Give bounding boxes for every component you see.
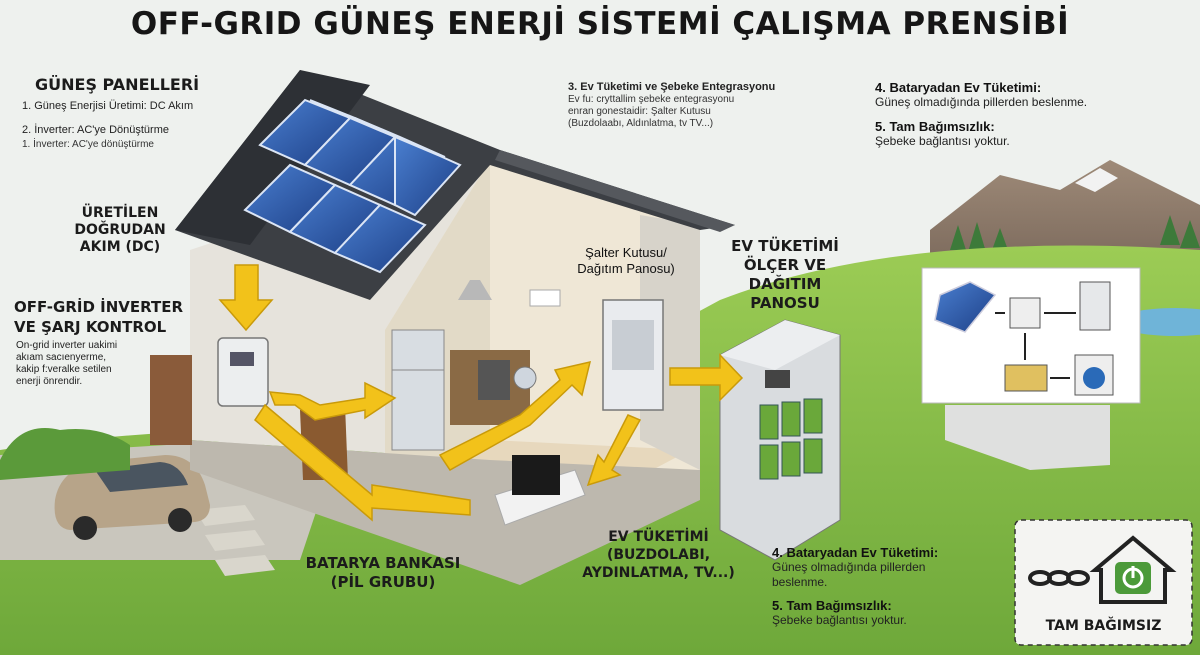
consumption-label: EV TÜKETİMİ (BUZDOLABI, AYDINLATMA, TV..…: [576, 528, 741, 582]
meter-label: EV TÜKETİMİ ÖLÇER VE DAĞITIM PANOSU: [720, 237, 850, 313]
dc-label-line3: AKIM (DC): [79, 239, 161, 255]
panels-step2: 2. İnverter: AC'ye Dönüştürme: [22, 124, 169, 136]
solar-panels-heading: GÜNEŞ PANELLERİ: [35, 75, 200, 94]
bottom-step5-body: Şebeke bağlantısı yoktur.: [772, 613, 907, 627]
inverter-heading-line1: OFF-GRİD İNVERTER: [14, 298, 184, 316]
panels-step1: 1. Güneş Enerjisi Üretimi: DC Akım: [22, 100, 194, 112]
trees: [950, 215, 1200, 252]
dc-label-line2: DOĞRUDAN: [74, 222, 166, 238]
step3-line3: (Buzdolaabı, Aldınlatma, tv TV...): [568, 118, 714, 129]
top-right-steps: 4. Bataryadan Ev Tüketimi: Güneş olmadığ…: [875, 80, 1175, 149]
badge-label: TAM BAĞIMSIZ: [1045, 618, 1162, 634]
car: [54, 455, 210, 540]
inverter-desc-line1: On-grid inverter uakimi: [16, 340, 118, 351]
independence-badge: TAM BAĞIMSIZ: [1015, 520, 1192, 645]
hedge: [0, 428, 130, 480]
stepping-stones: [195, 505, 275, 576]
meter-label-line3: DAĞITIM PANOSU: [748, 275, 822, 312]
solar-panels: [243, 98, 462, 274]
top-step4-body: Güneş olmadığında pillerden beslenme.: [875, 95, 1088, 109]
step3-line1: Ev fu: cryttallim şebeke entegrasyonu: [568, 94, 735, 105]
inverter-heading-line2: VE ŞARJ KONTROL: [14, 318, 167, 336]
broken-chain-house-power-icon: [1028, 535, 1177, 604]
dc-label-line1: ÜRETİLEN: [81, 205, 159, 221]
bottom-step5-heading: 5. Tam Bağımsızlık:: [772, 598, 892, 613]
tv-stand: [494, 455, 586, 526]
inverter-unit: [217, 337, 269, 407]
page-title: OFF-GRID GÜNEŞ ENERJİ SİSTEMİ ÇALIŞMA PR…: [130, 6, 1070, 42]
switch-box-label-line1: Şalter Kutusu/: [585, 245, 667, 260]
bottom-right-steps: 4. Bataryadan Ev Tüketimi: Güneş olmadığ…: [772, 545, 1002, 628]
bottom-step4-body2: beslenme.: [772, 575, 828, 589]
switch-box: [602, 299, 664, 411]
energy-flow-arrows: [218, 264, 744, 522]
consumption-label-line2: (BUZDOLABI,: [606, 547, 711, 563]
meter-label-line1: EV TÜKETİMİ: [731, 237, 839, 255]
consumption-label-line1: EV TÜKETİMİ: [608, 529, 709, 545]
inverter-description: On-grid inverter uakimi akıam sacıenyerm…: [16, 340, 117, 388]
battery-bank-label: BATARYA BANKASI (PİL GRUBU): [298, 554, 468, 592]
step3-line2: enran gonestaidir: Şalter Kutusu: [568, 106, 711, 117]
mini-diagram: [921, 267, 1141, 470]
switch-box-label: Şalter Kutusu/ Dağıtım Panosu): [556, 245, 696, 277]
bottom-step4-body1: Güneş olmadığında pillerden: [772, 560, 926, 574]
battery-label-line1: BATARYA BANKASI: [305, 554, 461, 572]
consumption-label-line3: AYDINLATMA, TV...): [582, 565, 735, 581]
top-step5-body: Şebeke bağlantısı yoktur.: [875, 134, 1010, 148]
top-step5-heading: 5. Tam Bağımsızlık:: [875, 119, 995, 134]
panels-step2-dup: 1. İnverter: AC'ye dönüştürme: [22, 139, 154, 150]
step3-heading: 3. Ev Tüketimi ve Şebeke Entegrasyonu: [568, 81, 776, 93]
battery-label-line2: (PİL GRUBU): [330, 573, 436, 591]
meter-label-line2: ÖLÇER VE: [743, 256, 827, 274]
kitchen: [391, 280, 561, 451]
top-step4-heading: 4. Bataryadan Ev Tüketimi:: [875, 80, 1042, 95]
inverter-desc-line3: kakip f:veralke setilen: [16, 364, 112, 375]
switch-box-label-line2: Dağıtım Panosu): [577, 261, 675, 276]
inverter-desc-line4: enerji önrendir.: [16, 376, 83, 387]
dc-label: ÜRETİLEN DOĞRUDAN AKIM (DC): [65, 205, 175, 256]
inverter-desc-line2: akıam sacıenyerme,: [16, 352, 107, 363]
bottom-step4-heading: 4. Bataryadan Ev Tüketimi:: [772, 545, 939, 560]
battery-cabinet: [719, 319, 841, 561]
inverter-heading: OFF-GRİD İNVERTER VE ŞARJ KONTROL: [14, 297, 183, 337]
step3-block: 3. Ev Tüketimi ve Şebeke Entegrasyonu Ev…: [568, 81, 838, 130]
